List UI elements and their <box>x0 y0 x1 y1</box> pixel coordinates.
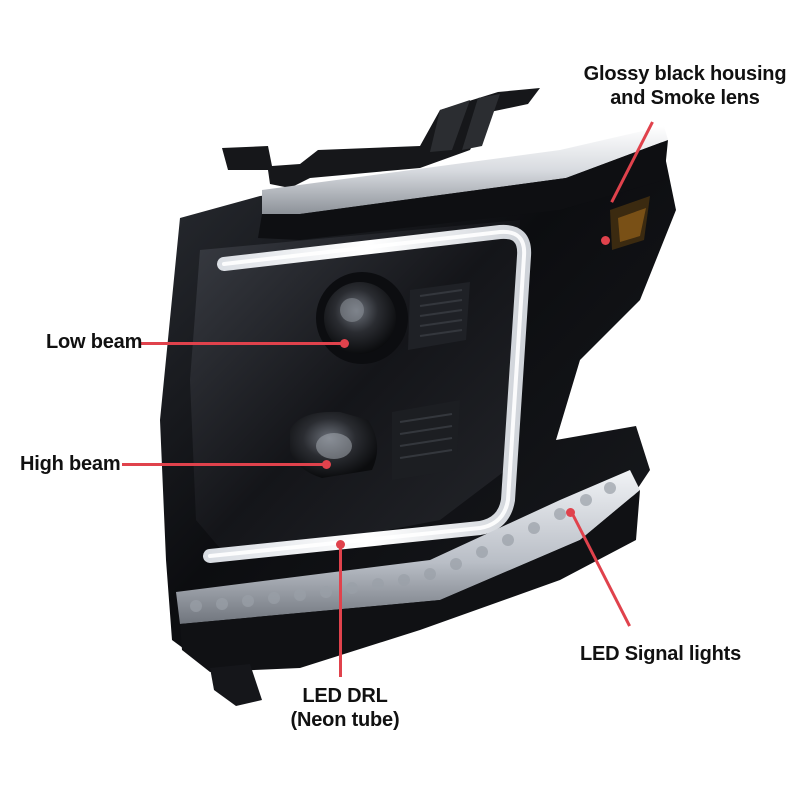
callout-dot-housing <box>601 236 610 245</box>
callout-housing-line1: Glossy black housing <box>583 63 787 85</box>
chrome-trim <box>262 126 668 214</box>
callout-housing: Glossy black housing and Smoke lens <box>580 62 790 110</box>
callout-drl-line2: (Neon tube) <box>290 709 400 731</box>
callout-signal: LED Signal lights <box>580 643 742 665</box>
callout-drl: LED DRL (Neon tube) <box>270 684 420 732</box>
callout-line-low-beam <box>140 342 346 345</box>
callout-dot-signal <box>566 508 575 517</box>
led-signal-strip <box>176 470 640 624</box>
callout-drl-line1: LED DRL <box>302 685 388 707</box>
callout-dot-high-beam <box>322 460 331 469</box>
callout-housing-line2: and Smoke lens <box>610 87 760 109</box>
callout-low-beam: Low beam <box>46 331 143 353</box>
callout-dot-drl <box>336 540 345 549</box>
callout-line-high-beam <box>122 463 328 466</box>
callout-high-beam: High beam <box>20 453 121 475</box>
callout-line-drl <box>339 545 342 677</box>
callout-dot-low-beam <box>340 339 349 348</box>
